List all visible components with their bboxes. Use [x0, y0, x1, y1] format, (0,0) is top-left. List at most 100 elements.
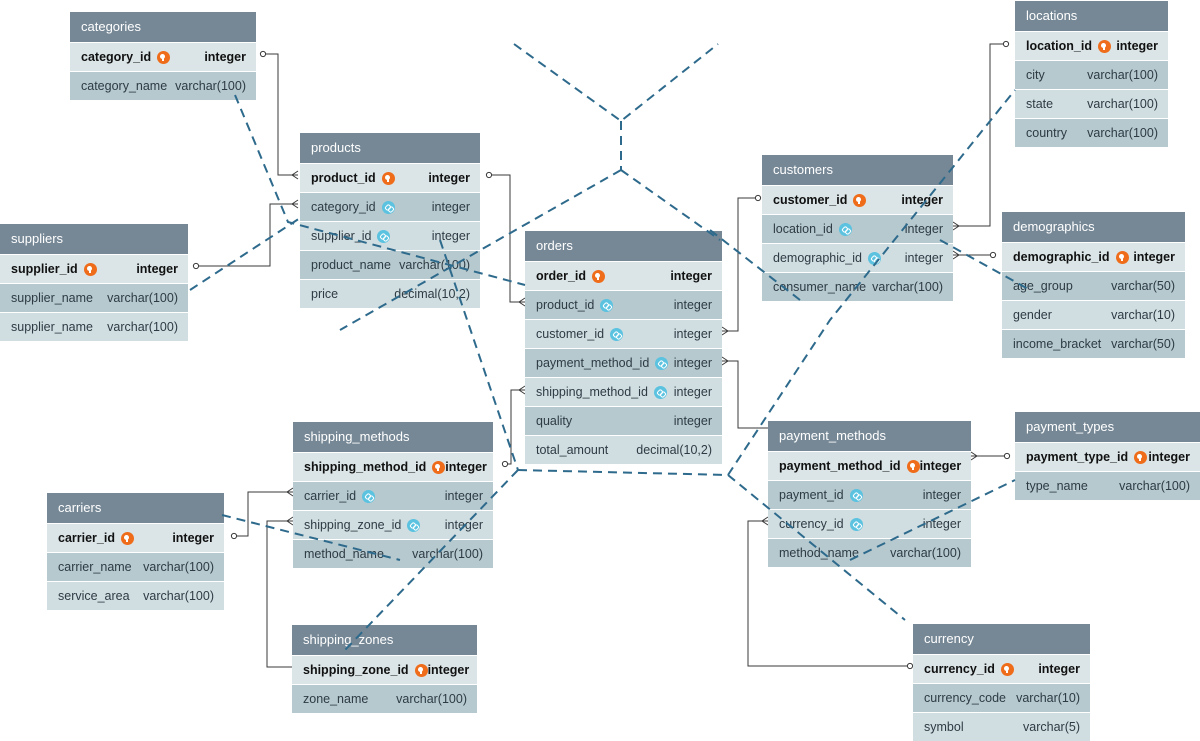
column-name-text: type_name — [1026, 479, 1088, 493]
column-name: category_name — [81, 79, 167, 93]
column-type: varchar(10) — [1016, 691, 1080, 705]
table-header[interactable]: carriers — [47, 493, 224, 523]
key-icon — [414, 663, 428, 677]
column-row[interactable]: category_name varchar(100) — [70, 71, 256, 100]
table-header[interactable]: orders — [525, 231, 722, 261]
column-type: varchar(100) — [412, 547, 483, 561]
column-name-text: carrier_name — [58, 560, 132, 574]
table-header[interactable]: products — [300, 133, 480, 163]
table-header[interactable]: customers — [762, 155, 953, 185]
table-header[interactable]: currency — [913, 624, 1090, 654]
column-name-text: symbol — [924, 720, 964, 734]
table-header[interactable]: suppliers — [0, 224, 188, 254]
column-type: integer — [673, 298, 712, 312]
table-header[interactable]: shipping_zones — [292, 625, 477, 655]
table-header[interactable]: demographics — [1002, 212, 1185, 242]
column-type: varchar(100) — [1119, 479, 1190, 493]
table-header[interactable]: locations — [1015, 1, 1168, 31]
table-header[interactable]: shipping_methods — [293, 422, 493, 452]
column-name: supplier_id — [311, 229, 391, 243]
table-header[interactable]: payment_types — [1015, 412, 1200, 442]
column-name: payment_type_id — [1026, 450, 1148, 464]
table-header[interactable]: categories — [70, 12, 256, 42]
column-name-text: shipping_zone_id — [303, 663, 409, 677]
column-name-text: gender — [1013, 308, 1052, 322]
column-name: price — [311, 287, 338, 301]
column-name: income_bracket — [1013, 337, 1101, 351]
key-icon — [1000, 662, 1014, 676]
column-name: category_id — [311, 200, 395, 214]
column-type: integer — [172, 531, 214, 545]
column-name: shipping_zone_id — [304, 518, 421, 532]
column-type: varchar(100) — [890, 546, 961, 560]
column-name-text: supplier_id — [311, 229, 372, 243]
column-name: country — [1026, 126, 1067, 140]
table-header[interactable]: payment_methods — [768, 421, 971, 451]
column-type: integer — [919, 459, 962, 473]
column-type: integer — [204, 50, 246, 64]
link-icon — [381, 200, 395, 214]
column-type: varchar(100) — [175, 79, 246, 93]
column-row[interactable]: type_name varchar(100) — [1015, 471, 1200, 500]
column-name: total_amount — [536, 443, 608, 457]
